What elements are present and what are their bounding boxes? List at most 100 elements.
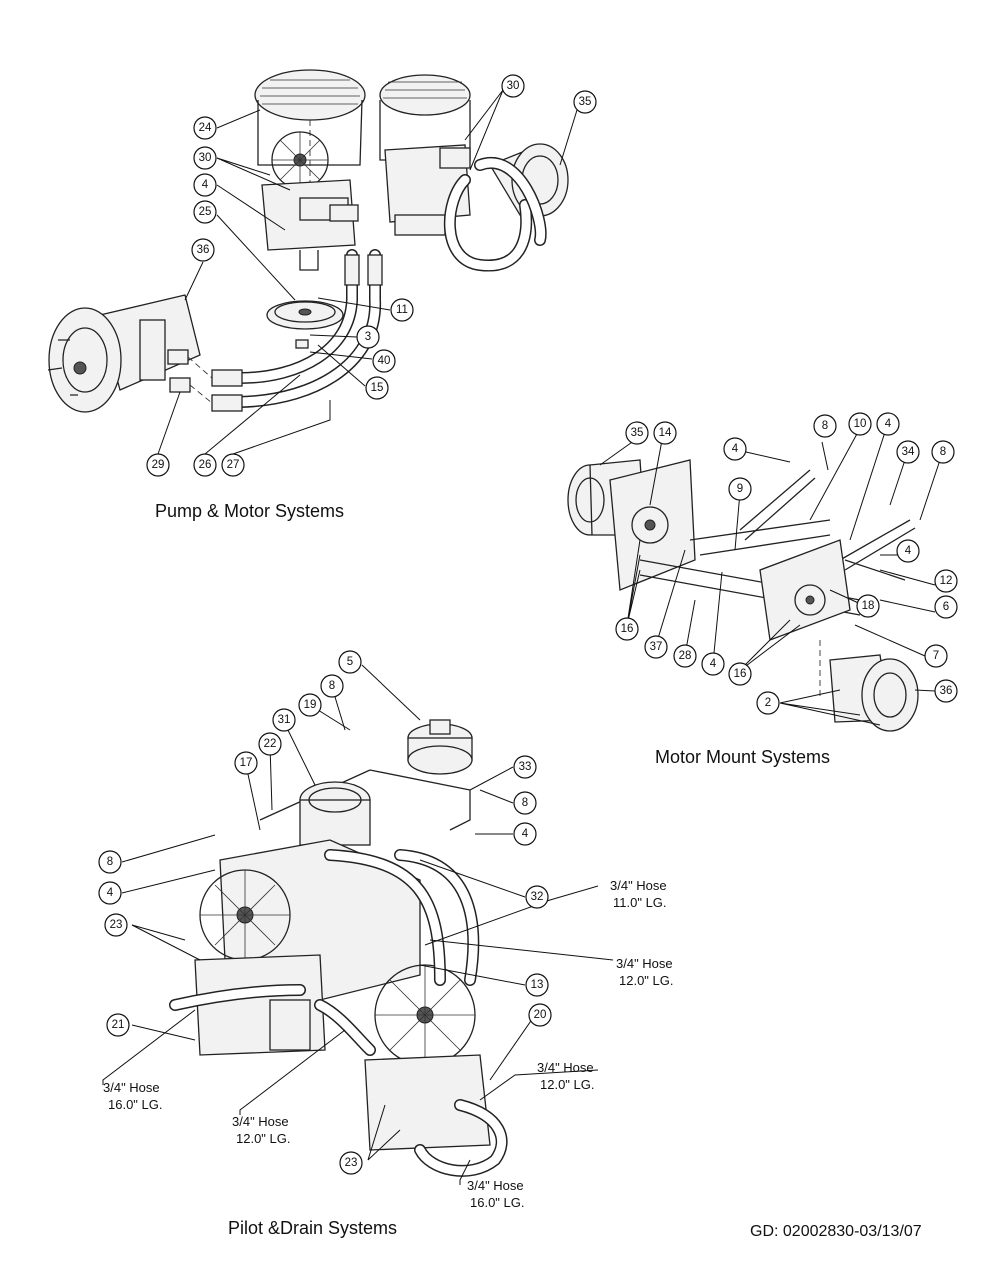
left-pump-fan-cover [254, 69, 366, 245]
callout-balloon: 9 [728, 477, 752, 501]
svg-text:32: 32 [531, 891, 544, 903]
callout-balloon: 12 [934, 569, 958, 593]
right-pilot-pump [364, 964, 491, 1151]
svg-text:12: 12 [940, 575, 953, 587]
left-pilot-pump [194, 869, 326, 1056]
left-drive-motor [47, 294, 201, 413]
svg-text:31: 31 [278, 714, 291, 726]
svg-text:8: 8 [940, 446, 946, 458]
svg-text:23: 23 [110, 919, 123, 931]
hose-note-size: 3/4" Hose [610, 878, 667, 893]
svg-text:4: 4 [202, 179, 209, 191]
hose-note-size: 3/4" Hose [467, 1178, 524, 1193]
hose-note-length: 11.0" LG. [613, 895, 667, 910]
filter-housing [299, 781, 371, 846]
svg-text:21: 21 [112, 1019, 125, 1031]
hose-note-size: 3/4" Hose [616, 956, 673, 971]
left-pump-fan [271, 131, 329, 189]
hose-notes: 3/4" Hose 11.0" LG. 3/4" Hose 12.0" LG. … [103, 878, 673, 1210]
pulley [266, 300, 344, 349]
svg-text:30: 30 [507, 80, 520, 92]
hose-note-length: 16.0" LG. [470, 1195, 524, 1210]
svg-text:13: 13 [531, 979, 544, 991]
callout-balloon: 37 [644, 635, 668, 659]
svg-text:2: 2 [765, 697, 771, 709]
callout-balloon: 24 [193, 116, 217, 140]
callout-balloon: 17 [234, 751, 258, 775]
svg-text:4: 4 [522, 828, 529, 840]
callout-balloon: 8 [320, 674, 344, 698]
callouts-pump-motor: 24 30 4 25 36 30 35 11 3 40 15 29 26 27 [146, 74, 597, 477]
svg-text:34: 34 [902, 446, 915, 458]
callout-balloon: 29 [146, 453, 170, 477]
svg-text:4: 4 [885, 418, 892, 430]
callout-balloon: 32 [525, 885, 549, 909]
mount-plate-left [609, 459, 696, 591]
svg-text:24: 24 [199, 122, 212, 134]
svg-text:16: 16 [734, 668, 747, 680]
hose-note-length: 12.0" LG. [619, 973, 673, 988]
callout-balloon: 23 [339, 1151, 363, 1175]
callout-balloon: 4 [513, 822, 537, 846]
callout-balloon: 40 [372, 349, 396, 373]
callout-balloon: 5 [338, 650, 362, 674]
motor-fittings [167, 349, 191, 393]
svg-text:22: 22 [264, 738, 277, 750]
svg-text:4: 4 [107, 887, 114, 899]
callout-balloon: 23 [104, 913, 128, 937]
callout-balloon: 20 [528, 1003, 552, 1027]
callout-balloon: 28 [673, 644, 697, 668]
svg-text:40: 40 [378, 355, 391, 367]
callout-balloon: 19 [298, 693, 322, 717]
callout-balloon: 36 [934, 679, 958, 703]
hose-note-size: 3/4" Hose [537, 1060, 594, 1075]
svg-text:16: 16 [621, 623, 634, 635]
section-title-motor-mount: Motor Mount Systems [655, 747, 830, 767]
callout-balloon: 15 [365, 376, 389, 400]
section-title-pump-motor: Pump & Motor Systems [155, 501, 344, 521]
callout-balloon: 4 [193, 173, 217, 197]
pilot-drain-drawing [169, 719, 508, 1177]
callout-balloon: 4 [723, 437, 747, 461]
hose-note-length: 12.0" LG. [540, 1077, 594, 1092]
drawing-code: GD: 02002830-03/13/07 [750, 1223, 922, 1240]
callouts-pilot-drain: 5 8 19 31 22 17 33 8 4 8 4 32 23 13 21 2… [98, 650, 552, 1175]
svg-text:25: 25 [199, 206, 212, 218]
svg-text:3: 3 [365, 331, 371, 343]
callouts-motor-mount: 35 14 4 8 10 4 34 8 9 12 4 6 18 7 16 37 … [615, 412, 958, 715]
callout-balloon: 6 [934, 595, 958, 619]
pump-motor-drawing [47, 69, 569, 413]
svg-text:29: 29 [152, 459, 165, 471]
hose-note-size: 3/4" Hose [103, 1080, 160, 1095]
leader-lines [102, 89, 941, 1185]
svg-text:27: 27 [227, 459, 240, 471]
callout-balloon: 34 [896, 440, 920, 464]
left-pump-body [261, 179, 359, 271]
callout-balloon: 35 [625, 421, 649, 445]
svg-text:26: 26 [199, 459, 212, 471]
callout-balloon: 18 [856, 594, 880, 618]
svg-text:7: 7 [933, 650, 939, 662]
motor-mount-drawing [567, 459, 919, 732]
svg-text:20: 20 [534, 1009, 547, 1021]
svg-text:35: 35 [631, 427, 644, 439]
svg-text:4: 4 [732, 443, 739, 455]
callout-balloon: 30 [501, 74, 525, 98]
svg-text:6: 6 [943, 601, 949, 613]
callout-balloon: 25 [193, 200, 217, 224]
callout-balloon: 30 [193, 146, 217, 170]
svg-text:28: 28 [679, 650, 692, 662]
svg-text:19: 19 [304, 699, 317, 711]
callout-balloon: 8 [513, 791, 537, 815]
svg-text:18: 18 [862, 600, 875, 612]
callout-balloon: 10 [848, 412, 872, 436]
svg-text:4: 4 [710, 658, 717, 670]
callout-balloon: 13 [525, 973, 549, 997]
callout-balloon: 16 [615, 617, 639, 641]
callout-balloon: 4 [896, 539, 920, 563]
hose-note-length: 16.0" LG. [108, 1097, 162, 1112]
svg-text:5: 5 [347, 656, 353, 668]
callout-balloon: 27 [221, 453, 245, 477]
callout-balloon: 4 [876, 412, 900, 436]
